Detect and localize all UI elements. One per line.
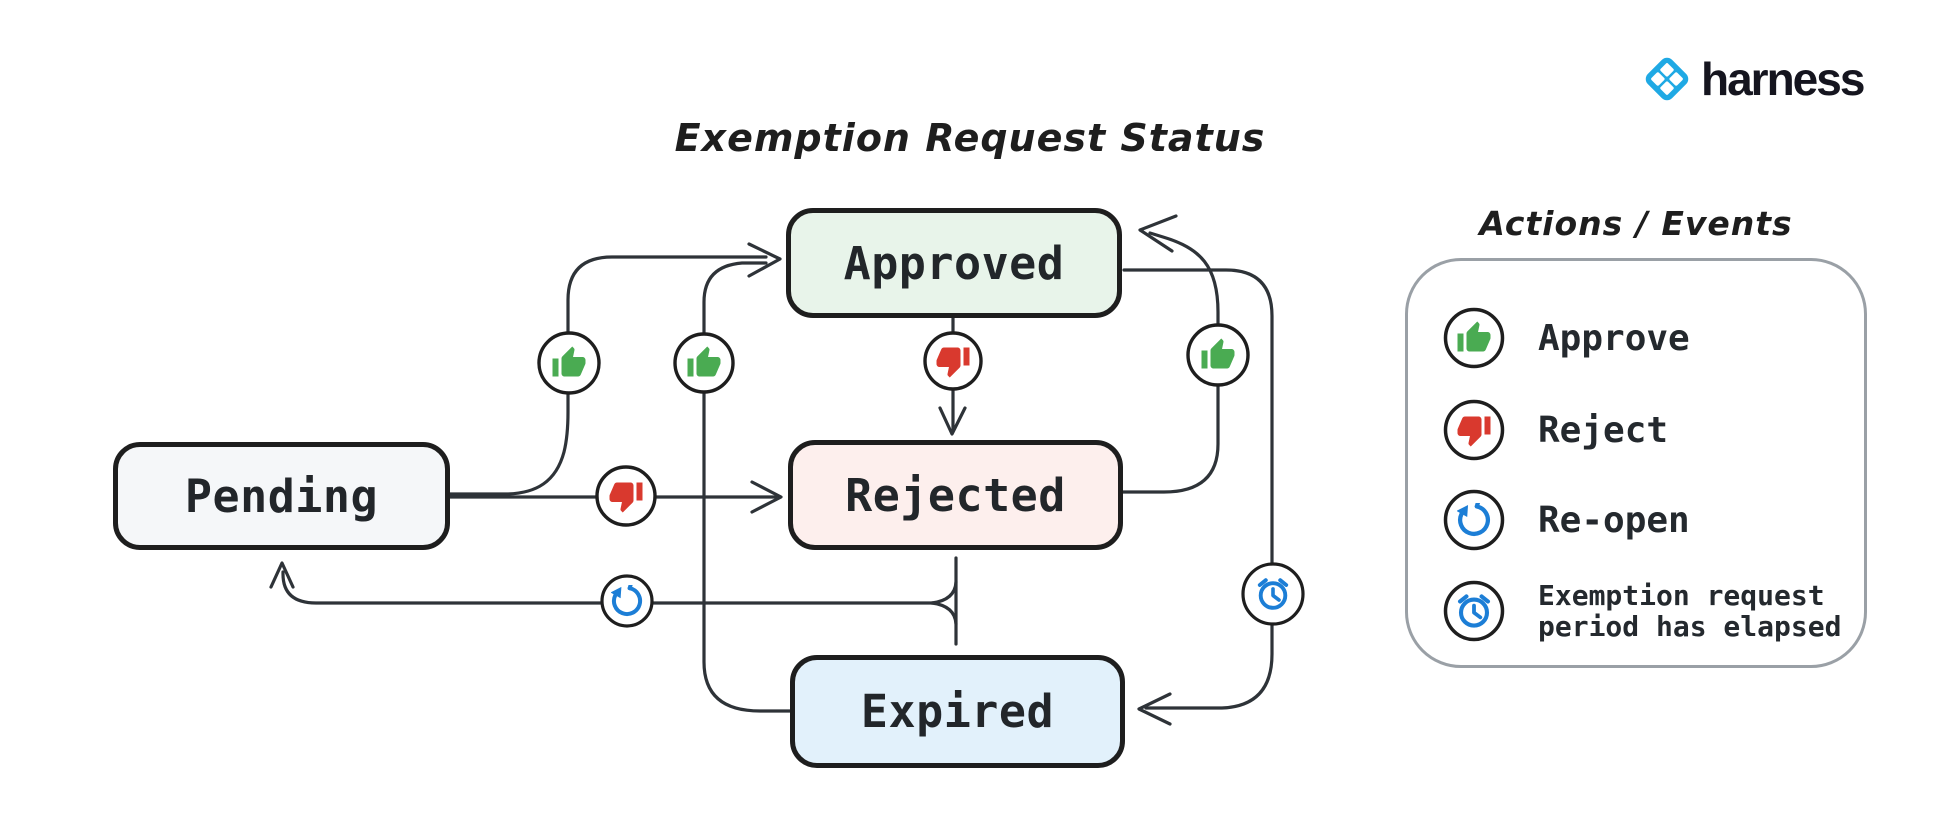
reopen-icon — [1443, 489, 1505, 551]
brand-logo: harness — [1641, 50, 1865, 108]
state-rejected: Rejected — [788, 440, 1123, 550]
legend-item-reopen: Re-open — [1443, 489, 1690, 551]
arrowhead-into-pending-bottom — [269, 561, 295, 589]
legend-title: Actions / Events — [1479, 204, 1793, 243]
thumbs-down-icon — [1443, 399, 1505, 461]
legend-item-label-line1: Exemption request — [1538, 579, 1825, 612]
edge-icon-approve-1 — [537, 331, 601, 395]
brand-wordmark: harness — [1701, 53, 1865, 105]
state-expired: Expired — [790, 655, 1125, 768]
edge-icon-reject-1 — [595, 465, 657, 527]
legend-item-label: Approve — [1538, 317, 1690, 359]
thumbs-up-icon — [1443, 307, 1505, 369]
edge-reopen-join-up — [930, 580, 958, 605]
edge-reopen-join-down — [930, 601, 958, 626]
edge-icon-elapsed — [1241, 562, 1305, 626]
edge-icon-approve-2 — [673, 332, 735, 394]
legend-item-label: Exemption request period has elapsed — [1538, 580, 1841, 642]
harness-diamond-logo — [1645, 57, 1689, 101]
edge-icon-reopen — [600, 574, 654, 628]
edge-reopen-to-pending — [281, 570, 936, 605]
state-pending: Pending — [113, 442, 450, 550]
arrowhead-into-expired-right — [1137, 692, 1172, 726]
arrowhead-into-approved-left — [747, 242, 782, 278]
legend-item-label-line2: period has elapsed — [1538, 610, 1842, 643]
legend-item-label: Re-open — [1538, 499, 1690, 541]
state-approved: Approved — [786, 208, 1122, 318]
edge-icon-reject-2 — [923, 331, 983, 391]
arrowhead-into-rejected-left — [750, 480, 783, 514]
legend-item-elapsed: Exemption request period has elapsed — [1443, 580, 1841, 642]
arrowhead-into-rejected-top — [938, 406, 967, 436]
alarm-clock-icon — [1443, 580, 1505, 642]
edge-approved-expired — [1122, 268, 1274, 710]
arrowhead-into-approved-right — [1138, 214, 1178, 253]
edge-pending-approved — [448, 255, 768, 496]
diagram-title: Exemption Request Status — [674, 116, 1266, 160]
legend-item-approve: Approve — [1443, 307, 1690, 369]
legend-item-label: Reject — [1538, 409, 1669, 451]
legend-item-reject: Reject — [1443, 399, 1668, 461]
edge-rejected-approved — [1121, 231, 1220, 494]
edge-expired-approved — [702, 261, 792, 713]
edge-icon-approve-3 — [1186, 323, 1250, 387]
